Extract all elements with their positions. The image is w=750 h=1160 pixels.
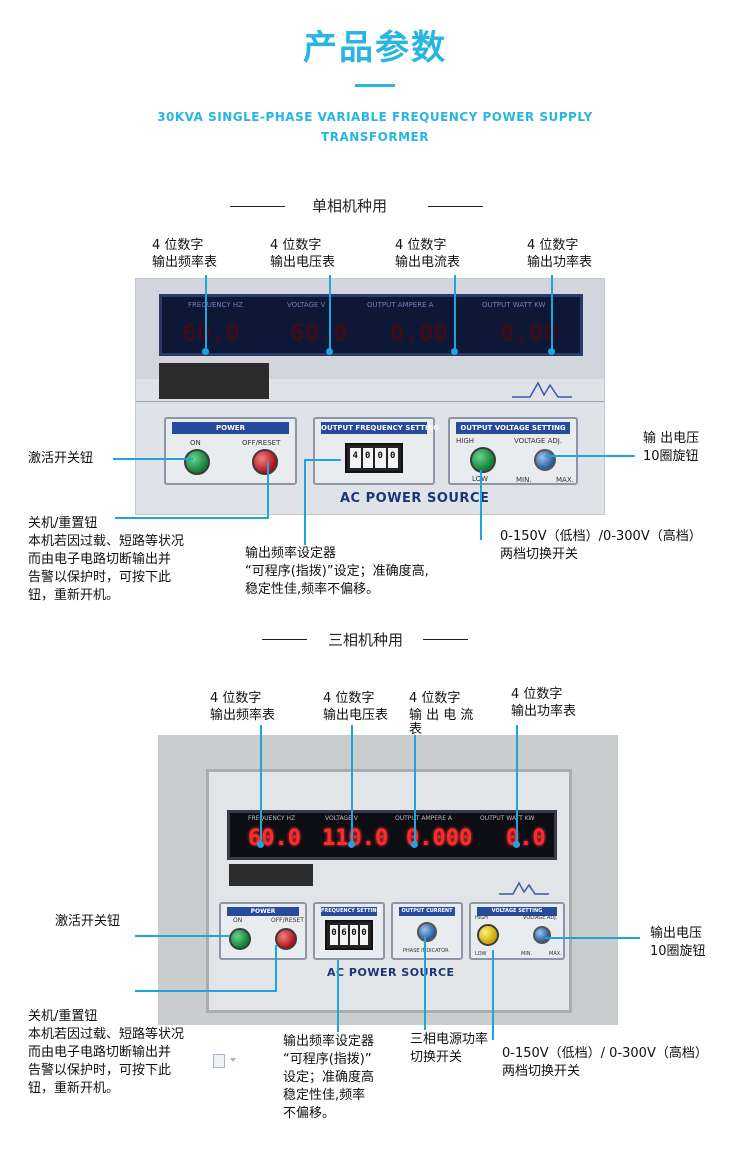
section-divider-right <box>428 206 483 207</box>
off-reset-button-3p[interactable] <box>275 928 297 950</box>
range-switch-label: 0-150V（低档）/0-300V（高档） 两档切换开关 <box>500 529 702 562</box>
phase-switch-knob[interactable] <box>417 922 437 942</box>
meter-display-3p: FREQUENCY HZ VOLTAGE V OUTPUT AMPERE A O… <box>227 810 557 860</box>
brand-text: AC POWER SOURCE <box>340 491 490 506</box>
brand-text-3p: AC POWER SOURCE <box>327 966 455 979</box>
section-title-single-phase: 单相机种用 <box>312 197 388 215</box>
range-switch[interactable] <box>470 447 496 473</box>
section-divider-left-2 <box>262 639 307 640</box>
section-divider-left <box>230 206 285 207</box>
voltage-setting-panel: OUTPUT VOLTAGE SETTING HIGH LOW VOLTAGE … <box>448 417 578 485</box>
voltage-meter-label: 4 位数字输出电压表 <box>270 238 336 270</box>
power-panel-3p: POWER ON OFF/RESET <box>219 902 307 960</box>
off-reset-button[interactable] <box>252 449 278 475</box>
wave-logo-3p <box>499 881 549 895</box>
device-inset: FREQUENCY HZ VOLTAGE V OUTPUT AMPERE A O… <box>206 769 572 1013</box>
page-title: 产品参数 <box>303 28 447 68</box>
voltage-knob-label: 输 出电压 10圈旋钮 <box>643 431 700 464</box>
voltage-meter-label-3p: 4 位数字输出电压表 <box>323 691 389 723</box>
three-phase-device-image: FREQUENCY HZ VOLTAGE V OUTPUT AMPERE A O… <box>158 735 618 1025</box>
frequency-setting-panel-3p: FREQUENCY SETTING 0 6 0 0 <box>313 902 385 960</box>
frequency-setting-panel: OUTPUT FREQUENCY SETTING 4 0 0 0 <box>313 417 439 485</box>
phase-switch-label: 三相电源功率 切换开关 <box>410 1032 489 1065</box>
document-icon <box>213 1054 225 1068</box>
voltage-adj-knob-3p[interactable] <box>533 926 551 944</box>
reset-button-label: 关机/重置钮 本机若因过载、短路等状况 而由电子电路切断输出并 告警以保护时，可… <box>28 516 185 603</box>
wave-logo <box>512 381 572 398</box>
label-plate-3p <box>229 864 313 886</box>
freq-meter-label: 4 位数字输出频率表 <box>152 238 218 270</box>
voltage-knob-label-3p: 输出电压 10圈旋钮 <box>650 926 706 959</box>
on-button[interactable] <box>184 449 210 475</box>
current-meter-label-3p: 4 位数字输 出 电 流表 <box>409 691 474 737</box>
frequency-thumbwheel-3p[interactable]: 0 6 0 0 <box>325 920 373 950</box>
activate-switch-label-3p: 激活开关钮 <box>55 914 121 929</box>
label-plate <box>159 363 269 399</box>
section-divider-right-2 <box>423 639 468 640</box>
output-current-panel: OUTPUT CURRENT PHASE INDICATOR <box>391 902 463 960</box>
frequency-thumbwheel[interactable]: 4 0 0 0 <box>345 443 403 473</box>
power-meter-label-3p: 4 位数字输出功率表 <box>511 687 577 719</box>
power-panel: POWER ON OFF/RESET <box>164 417 297 485</box>
range-switch-3p[interactable] <box>477 924 499 946</box>
chevron-down-icon <box>230 1058 236 1062</box>
activate-switch-label: 激活开关钮 <box>28 451 94 466</box>
range-switch-label-3p: 0-150V（低档）/ 0-300V（高档） 两档切换开关 <box>502 1046 708 1079</box>
voltage-setting-panel-3p: VOLTAGE SETTING HIGH LOW VOLTAGE ADJ. MI… <box>469 902 565 960</box>
meter-display: FREQUENCY HZ VOLTAGE V OUTPUT AMPERE A O… <box>159 294 583 356</box>
on-button-3p[interactable] <box>229 928 251 950</box>
page-subtitle: 30KVA SINGLE-PHASE VARIABLE FREQUENCY PO… <box>157 110 593 144</box>
current-meter-label: 4 位数字输出电流表 <box>395 238 461 270</box>
reset-button-label-3p: 关机/重置钮 本机若因过载、短路等状况 而由电子电路切断输出并 告警以保护时，可… <box>28 1009 185 1096</box>
power-meter-label: 4 位数字输出功率表 <box>527 238 593 270</box>
single-phase-device-image: FREQUENCY HZ VOLTAGE V OUTPUT AMPERE A O… <box>135 278 605 515</box>
frequency-setter-label-3p: 输出频率设定器 “可程序(指拨)” 设定；准确度高 稳定性佳,频率 不偏移。 <box>283 1034 375 1121</box>
freq-meter-label-3p: 4 位数字输出频率表 <box>210 691 276 723</box>
section-title-three-phase: 三相机种用 <box>328 631 404 649</box>
frequency-setter-label: 输出频率设定器 “可程序(指拨)”设定；准确度高, 稳定性佳,频率不偏移。 <box>245 546 429 597</box>
title-underline <box>355 84 395 87</box>
voltage-adj-knob[interactable] <box>534 449 556 471</box>
